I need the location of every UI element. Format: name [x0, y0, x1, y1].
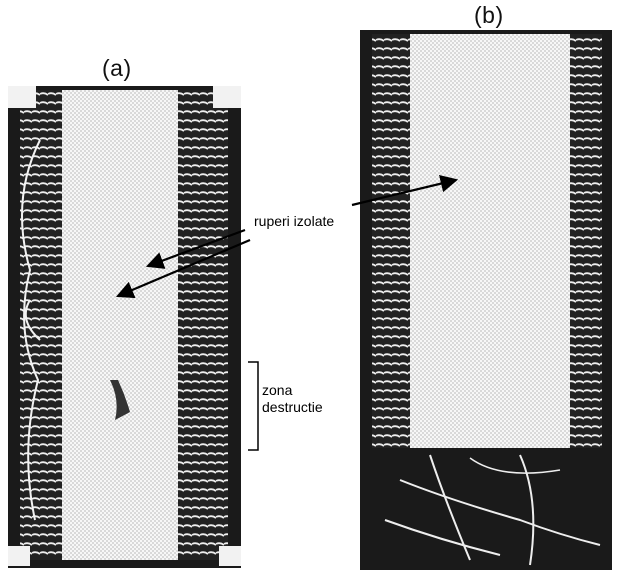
isolated-breaks-label: ruperi izolate — [252, 213, 337, 230]
destruction-zone-label-line1: zona — [262, 382, 293, 398]
panel-a-photo — [8, 86, 241, 568]
panel-b-photo — [360, 30, 612, 570]
arrow-to-panel-a-lower — [115, 238, 251, 299]
panel-a-label: (a) — [102, 55, 132, 81]
panel-b-label: (b) — [474, 2, 504, 28]
break-arrows — [115, 175, 459, 299]
destruction-zone-label-line2: destructie — [262, 399, 323, 415]
arrow-to-panel-b — [351, 175, 459, 207]
destruction-zone-bracket — [248, 361, 259, 451]
arrow-to-panel-a-upper — [145, 228, 246, 269]
